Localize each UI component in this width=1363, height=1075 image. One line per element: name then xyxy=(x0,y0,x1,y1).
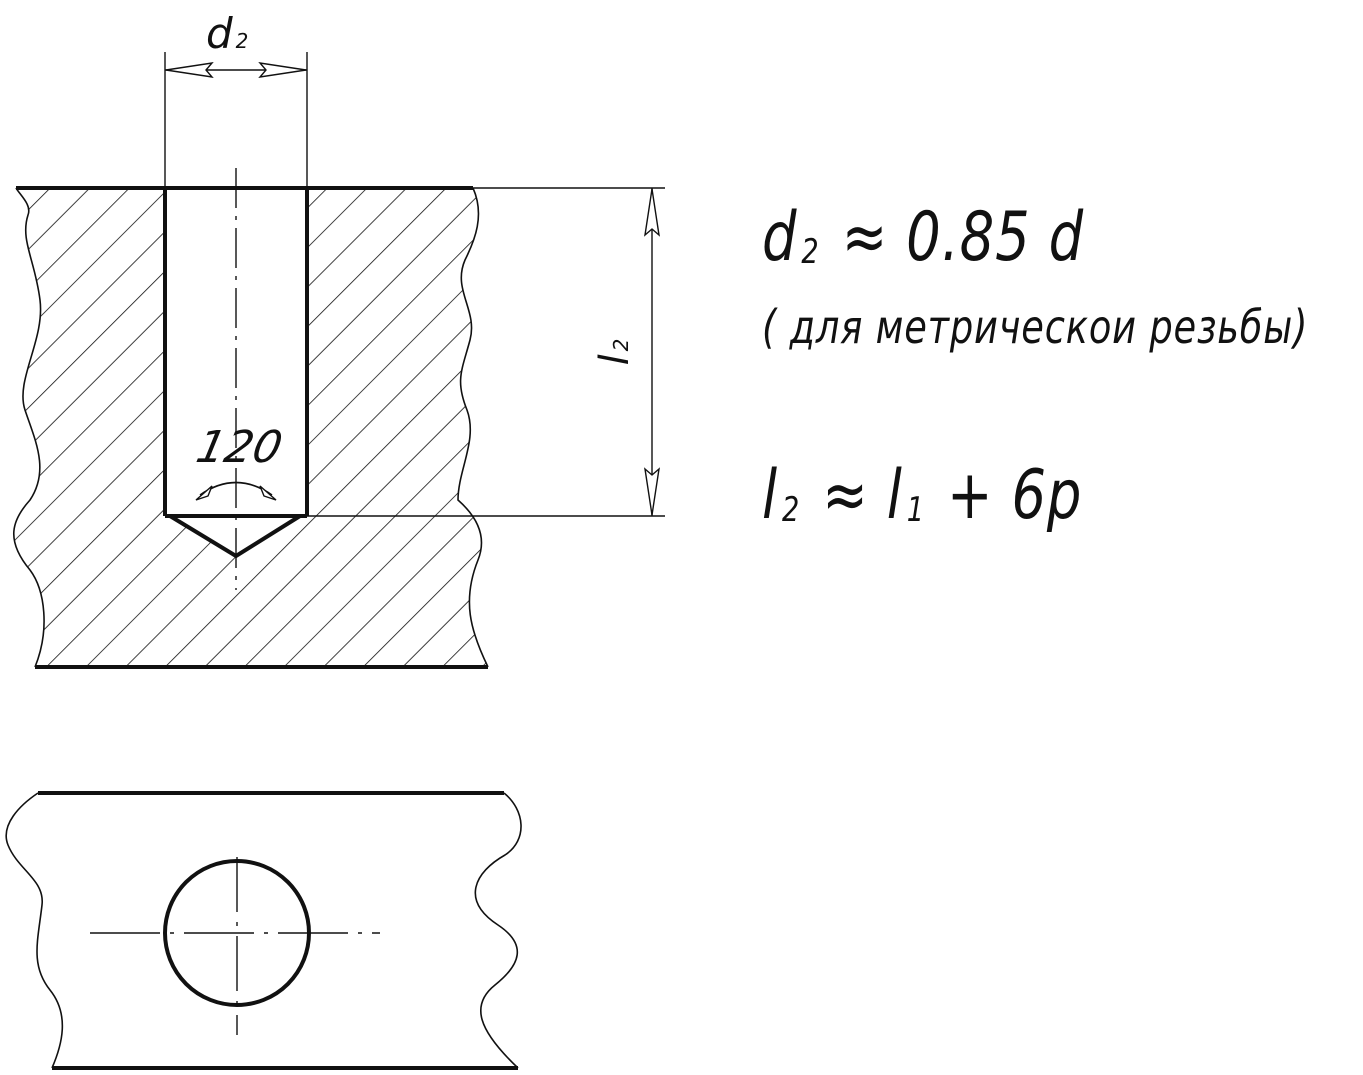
angle-arrow-right xyxy=(259,485,277,501)
formula-d2-lhs-index: 2 xyxy=(801,232,820,273)
d2-arrow-right xyxy=(258,62,307,78)
l2-label: l2 xyxy=(592,339,638,366)
angle-label: 120 xyxy=(192,422,287,472)
d2-arrow-left xyxy=(165,62,214,78)
formula-l2-lhs: l xyxy=(762,456,778,535)
section-view: 120 xyxy=(13,168,489,669)
l2-arrow-bottom xyxy=(644,467,660,516)
formula-l2-mid-index: 1 xyxy=(906,490,925,531)
l2-arrow-top xyxy=(644,188,660,237)
left-break-line xyxy=(13,187,45,668)
formula-l2-mid: ≈ l xyxy=(822,456,903,535)
right-break-line xyxy=(457,187,489,668)
plan-left-break-line xyxy=(5,792,64,1069)
formula-note: ( для метрическои резьбы) xyxy=(762,300,1309,354)
l2-dimension: l2 xyxy=(307,187,665,517)
plan-right-break-line xyxy=(474,792,522,1069)
formula-d2-rhs: ≈ 0.85 d xyxy=(841,198,1084,277)
plan-view xyxy=(5,791,522,1070)
formula-d2-lhs: d xyxy=(762,198,798,277)
angle-arrow-left xyxy=(195,485,213,501)
formula-l2-lhs-index: 2 xyxy=(782,490,801,531)
formula-l2-rhs: + 6p xyxy=(947,456,1083,535)
